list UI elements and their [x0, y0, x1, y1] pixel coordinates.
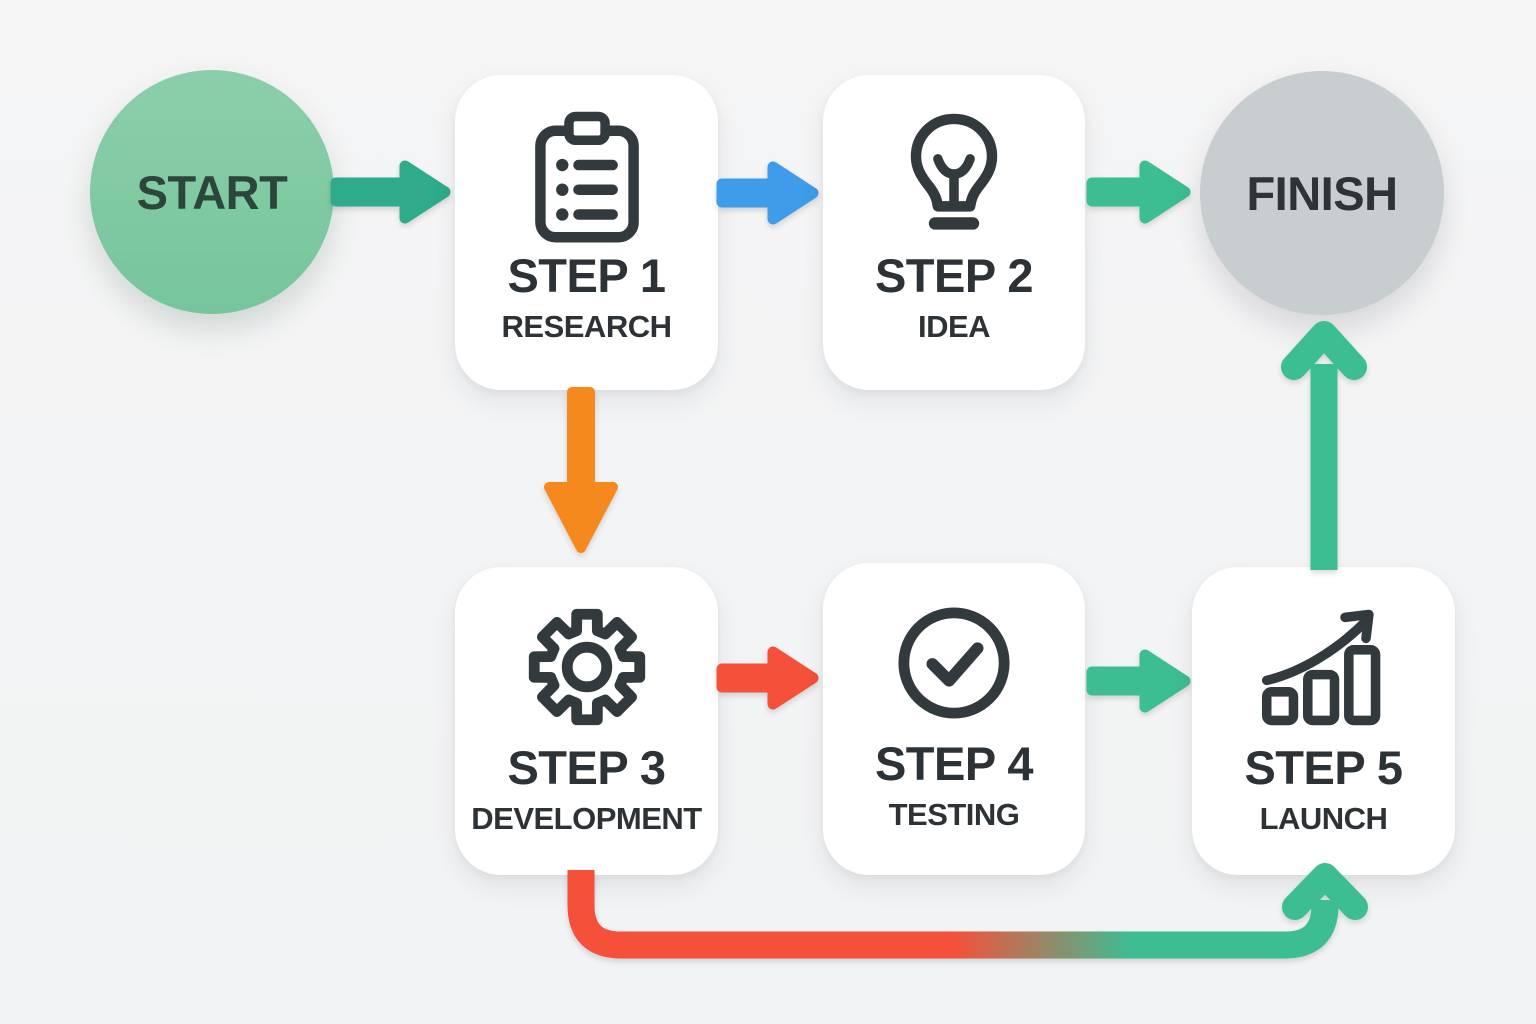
step1-icon-box: [529, 101, 645, 249]
start-label: START: [136, 165, 288, 219]
arrow-step3-to-step5-feedback: [567, 863, 1368, 959]
finish-node: FINISH: [1200, 71, 1444, 315]
step1-subtitle: RESEARCH: [501, 308, 672, 344]
growth-chart-icon: [1261, 609, 1380, 726]
check-circle-icon: [898, 607, 1010, 719]
arrow-step2-to-finish: [1086, 160, 1191, 224]
clipboard-checklist-icon: [534, 111, 639, 243]
step3-subtitle: DEVELOPMENT: [471, 800, 702, 836]
step5-title: STEP 5: [1244, 741, 1403, 794]
arrow-step1-to-step3: [544, 387, 618, 553]
start-node: START: [90, 70, 334, 314]
step2-title: STEP 2: [874, 249, 1034, 302]
arrow-start-to-step1: [330, 160, 451, 224]
step2-card: STEP 2 IDEA: [823, 75, 1085, 390]
gear-icon: [528, 608, 645, 726]
step3-title: STEP 3: [507, 741, 666, 794]
arrow-step5-to-finish: [1281, 321, 1367, 570]
step4-card: STEP 4 TESTING: [823, 563, 1085, 875]
arrow-step1-to-step2: [716, 161, 819, 225]
arrow-step4-to-step5: [1086, 649, 1191, 713]
step3-card: STEP 3 DEVELOPMENT: [455, 567, 718, 875]
step1-title: STEP 1: [507, 249, 666, 302]
step4-icon-box: [895, 589, 1013, 737]
step2-subtitle: IDEA: [917, 308, 991, 344]
step5-subtitle: LAUNCH: [1259, 800, 1388, 836]
step5-card: STEP 5 LAUNCH: [1192, 567, 1455, 875]
lightbulb-icon: [910, 113, 998, 230]
finish-label: FINISH: [1246, 166, 1398, 220]
step4-subtitle: TESTING: [888, 796, 1020, 832]
step3-icon-box: [521, 593, 653, 741]
step5-icon-box: [1261, 593, 1387, 741]
step1-card: STEP 1 RESEARCH: [455, 75, 718, 390]
step2-icon-box: [897, 101, 1011, 249]
arrow-step3-to-step4: [716, 646, 819, 710]
step4-title: STEP 4: [874, 737, 1034, 790]
